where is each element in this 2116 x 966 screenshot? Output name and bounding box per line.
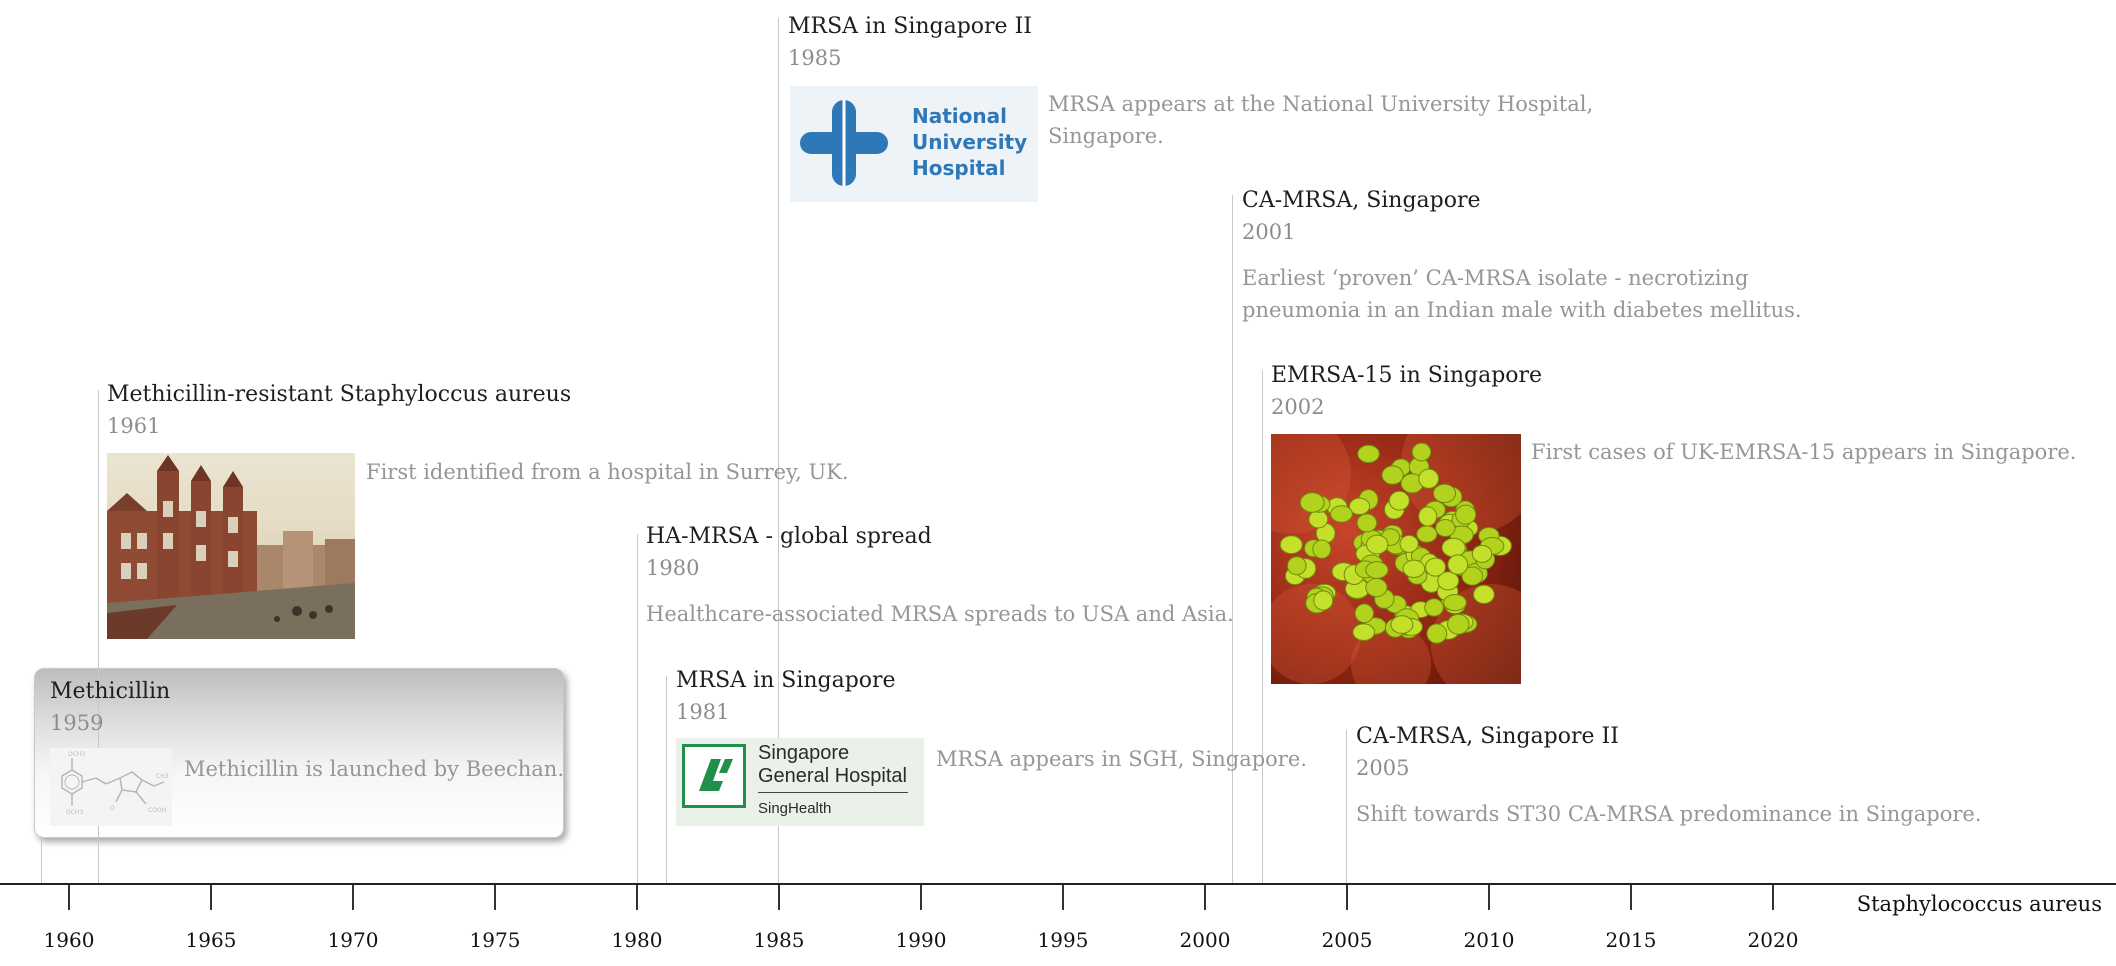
timeline-axis <box>0 883 2116 885</box>
svg-text:OCH3: OCH3 <box>68 751 85 758</box>
event-desc-ca-mrsa-line1: Earliest ‘proven’ CA-MRSA isolate - necr… <box>1242 266 1749 290</box>
surrey-hospital-photo <box>107 453 355 639</box>
event-year-ca-mrsa: 2001 <box>1242 220 1296 244</box>
event-year-mrsa-sg-2: 1985 <box>788 46 842 70</box>
axis-tick-label-2010: 2010 <box>1463 928 1515 952</box>
nuh-logo: National University Hospital <box>790 86 1038 202</box>
event-title-mrsa-sg: MRSA in Singapore <box>676 668 896 693</box>
event-desc-methicillin: Methicillin is launched by Beechan. <box>184 757 564 781</box>
sgh-logo-line2: General Hospital <box>758 765 907 787</box>
nuh-logo-line2: University <box>912 130 1028 154</box>
event-desc-mrsa-1961: First identified from a hospital in Surr… <box>366 460 849 484</box>
sgh-logo-line1: Singapore <box>758 742 850 764</box>
axis-tick-2000 <box>1204 885 1206 910</box>
stem-1961 <box>98 390 99 883</box>
axis-tick-1985 <box>778 885 780 910</box>
axis-tick-label-1980: 1980 <box>611 928 663 952</box>
stem-1985 <box>778 18 779 883</box>
axis-tick-label-1985: 1985 <box>753 928 805 952</box>
nuh-cross-icon <box>800 100 888 186</box>
stem-1981 <box>666 676 667 883</box>
event-year-emrsa: 2002 <box>1271 395 1325 419</box>
event-title-mrsa-sg-2: MRSA in Singapore II <box>788 14 1032 39</box>
bacteria-micrograph <box>1271 434 1521 684</box>
event-year-mrsa-1961: 1961 <box>107 414 161 438</box>
event-desc-mrsa-sg-2: MRSA appears at the National University … <box>1048 88 1593 152</box>
svg-text:CH3: CH3 <box>156 773 169 780</box>
nuh-logo-line1: National <box>912 104 1007 128</box>
axis-tick-2020 <box>1772 885 1774 910</box>
event-desc-ca-mrsa-line2: pneumonia in an Indian male with diabete… <box>1242 298 1802 322</box>
event-title-ha-mrsa: HA-MRSA - global spread <box>646 524 932 549</box>
svg-text:O: O <box>110 805 115 812</box>
stem-2001 <box>1232 195 1233 883</box>
stem-1959 <box>41 836 42 883</box>
stem-2002 <box>1262 370 1263 883</box>
sgh-logo-rule <box>758 792 908 793</box>
event-year-mrsa-sg: 1981 <box>676 700 730 724</box>
stem-2005 <box>1346 730 1347 883</box>
axis-tick-1995 <box>1062 885 1064 910</box>
event-desc-ca-mrsa-2: Shift towards ST30 CA-MRSA predominance … <box>1356 802 1982 826</box>
axis-tick-label-1970: 1970 <box>327 928 379 952</box>
axis-tick-1990 <box>920 885 922 910</box>
sgh-logo-mark <box>682 744 746 808</box>
event-title-ca-mrsa-2: CA-MRSA, Singapore II <box>1356 724 1619 749</box>
axis-tick-1975 <box>494 885 496 910</box>
event-year-ca-mrsa-2: 2005 <box>1356 756 1410 780</box>
event-desc-mrsa-sg: MRSA appears in SGH, Singapore. <box>936 747 1307 771</box>
axis-tick-label-1995: 1995 <box>1037 928 1089 952</box>
event-title-emrsa: EMRSA-15 in Singapore <box>1271 363 1543 388</box>
event-year-methicillin: 1959 <box>50 711 104 735</box>
event-title-mrsa-1961: Methicillin-resistant Staphyloccus aureu… <box>107 382 572 407</box>
axis-tick-label-1965: 1965 <box>185 928 237 952</box>
axis-tick-1980 <box>636 885 638 910</box>
axis-title: Staphylococcus aureus <box>1856 892 2102 916</box>
axis-tick-2015 <box>1630 885 1632 910</box>
event-title-methicillin: Methicillin <box>50 679 171 704</box>
axis-tick-1965 <box>210 885 212 910</box>
event-desc-mrsa-sg-2-line1: MRSA appears at the National University … <box>1048 92 1594 116</box>
sgh-logo-line3: SingHealth <box>758 800 832 817</box>
event-desc-ha-mrsa: Healthcare-associated MRSA spreads to US… <box>646 602 1234 626</box>
axis-tick-1960 <box>68 885 70 910</box>
event-year-ha-mrsa: 1980 <box>646 556 700 580</box>
event-desc-emrsa: First cases of UK-EMRSA-15 appears in Si… <box>1531 440 2077 464</box>
axis-tick-label-2005: 2005 <box>1321 928 1373 952</box>
axis-tick-label-2015: 2015 <box>1605 928 1657 952</box>
svg-text:OCH3: OCH3 <box>66 809 83 816</box>
stem-1980 <box>637 534 638 883</box>
nuh-logo-line3: Hospital <box>912 156 1006 180</box>
svg-text:COOH: COOH <box>148 807 166 814</box>
event-desc-ca-mrsa: Earliest ‘proven’ CA-MRSA isolate - necr… <box>1242 262 1802 326</box>
axis-tick-label-1975: 1975 <box>469 928 521 952</box>
axis-tick-label-2020: 2020 <box>1747 928 1799 952</box>
axis-tick-2010 <box>1488 885 1490 910</box>
event-desc-mrsa-sg-2-line2: Singapore. <box>1048 124 1164 148</box>
axis-tick-1970 <box>352 885 354 910</box>
event-title-ca-mrsa: CA-MRSA, Singapore <box>1242 188 1481 213</box>
sgh-logo: Singapore General Hospital SingHealth <box>676 738 924 826</box>
axis-tick-2005 <box>1346 885 1348 910</box>
axis-tick-label-1960: 1960 <box>43 928 95 952</box>
axis-tick-label-1990: 1990 <box>895 928 947 952</box>
axis-tick-label-2000: 2000 <box>1179 928 1231 952</box>
